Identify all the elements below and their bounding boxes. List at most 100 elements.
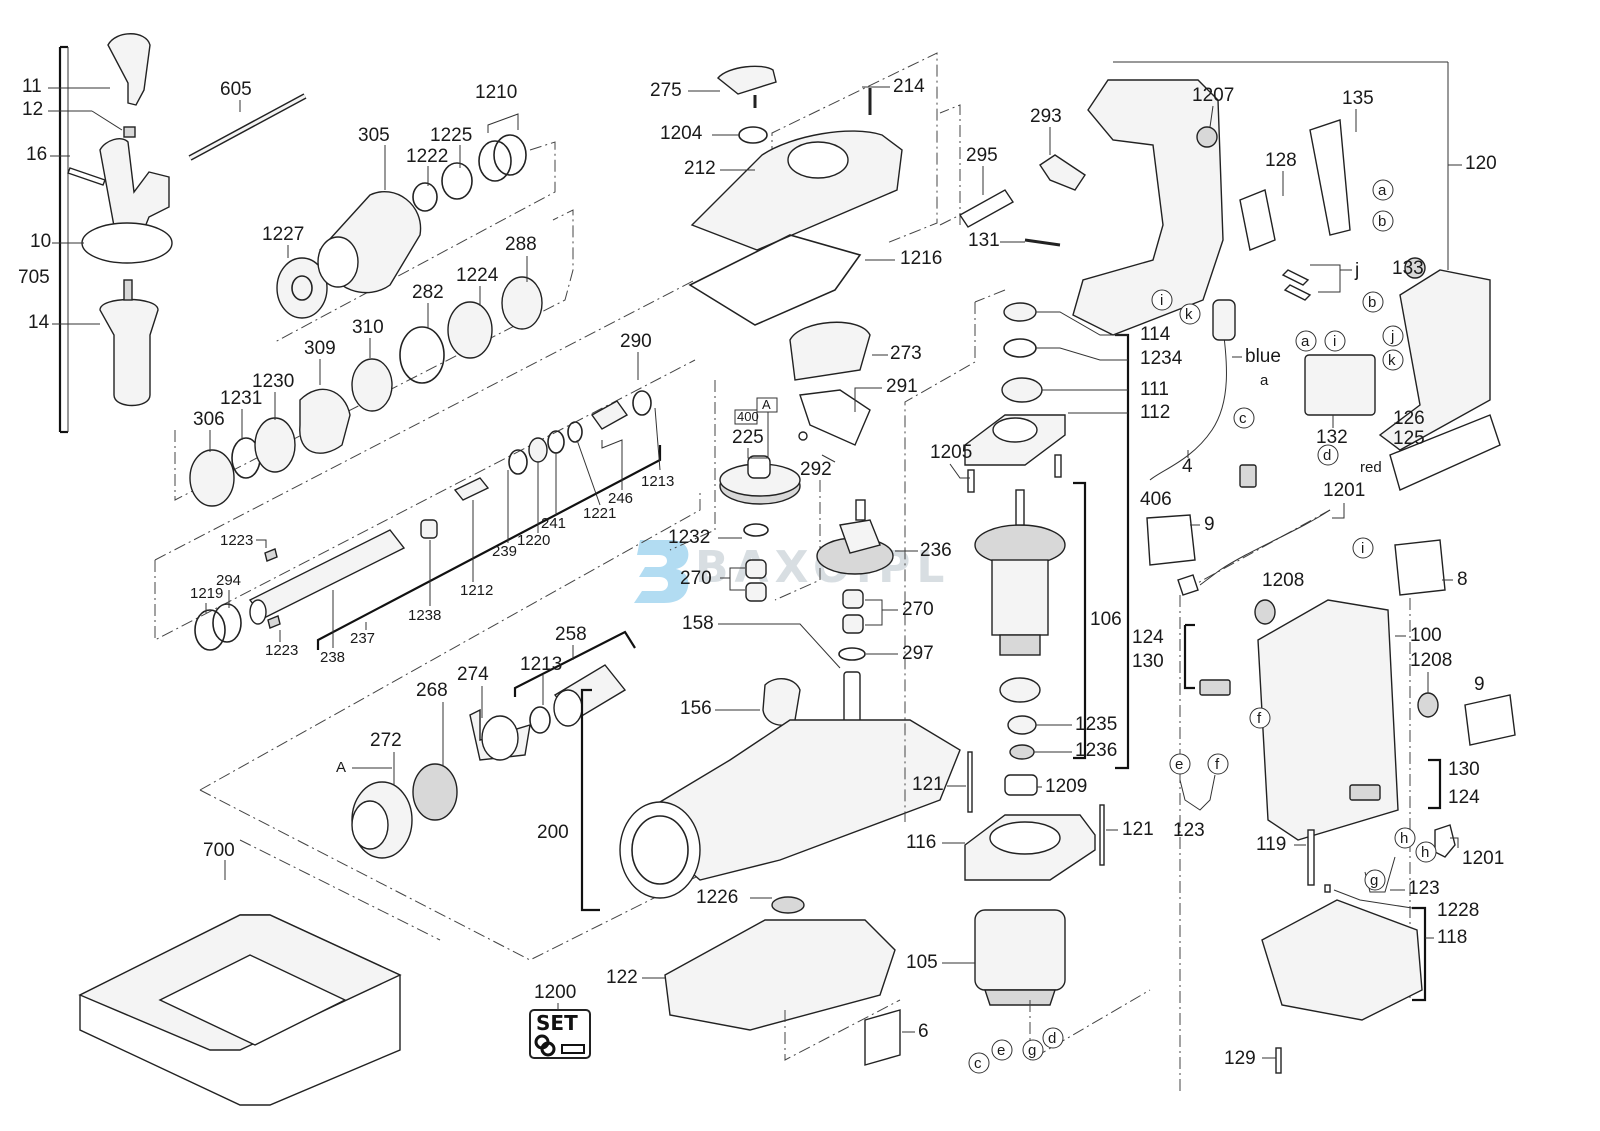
svg-text:i: i (1160, 292, 1163, 309)
switch-cover (1239, 189, 1276, 251)
depth-rod-group (188, 93, 307, 161)
connector-i-lower: i (1352, 537, 1374, 559)
label-1205: blue (1245, 346, 1281, 367)
label-236: 236 (920, 540, 952, 561)
handle-half-right (1378, 269, 1491, 451)
grip-stud (123, 279, 133, 301)
label-1228: 1228 (1437, 900, 1479, 921)
ref-box-number: 400 (737, 409, 759, 424)
label-605: 605 (220, 79, 252, 100)
label-130-bottom: 130 (1448, 759, 1480, 780)
svg-text:g: g (1028, 1042, 1036, 1059)
set-badge-text: SET (536, 1011, 578, 1035)
label-295: 295 (966, 145, 998, 166)
label-1216: 1216 (900, 248, 942, 269)
armature-core (991, 559, 1049, 636)
connector-f-brush: f (1249, 707, 1271, 729)
label-1223-bottom: 1223 (265, 642, 298, 659)
label-305: 305 (358, 125, 390, 146)
connector-g-stator: g (1022, 1039, 1044, 1061)
label-1225: 1225 (430, 125, 472, 146)
label-290: 290 (620, 331, 652, 352)
label-274: 274 (457, 664, 489, 685)
label-1210: 1210 (475, 82, 517, 103)
label-121-right: 121 (1122, 819, 1154, 840)
svg-text:a: a (1378, 182, 1387, 199)
connector-j-switch: j (1382, 325, 1404, 347)
label-9-right: 9 (1474, 674, 1485, 695)
label-288: 288 (505, 234, 537, 255)
connector-markers: a b i k a i b j k c d i f e f h h g c e … (968, 179, 1437, 1074)
label-1200: 1200 (534, 982, 576, 1003)
label-293: 293 (1030, 106, 1062, 127)
label-246: 246 (608, 490, 633, 507)
svg-text:k: k (1388, 352, 1396, 369)
connector-b-switch: b (1362, 291, 1384, 313)
label-111: 112 (1140, 402, 1170, 423)
label-1208-right: 1208 (1410, 650, 1452, 671)
label-1235: 1235 (1075, 714, 1117, 735)
label-306: 306 (193, 409, 225, 430)
label-270-right: 270 (902, 599, 934, 620)
label-275: 275 (650, 80, 682, 101)
spring-sleeve (1039, 154, 1086, 191)
switch-trigger (1309, 119, 1351, 236)
label-225: 225 (732, 427, 764, 448)
connector-d-stator: d (1042, 1027, 1064, 1049)
connector-c-stator: c (968, 1052, 990, 1074)
svg-text:j: j (1390, 328, 1394, 345)
label-273: 273 (890, 343, 922, 364)
label-1227: 1227 (262, 224, 304, 245)
label-132: 132 (1316, 427, 1348, 448)
label-4: 4 (1182, 456, 1193, 477)
label-241: 241 (541, 515, 566, 532)
label-282: 282 (412, 282, 444, 303)
side-grip (99, 298, 159, 407)
label-1221: 1221 (583, 505, 616, 522)
svg-text:f: f (1215, 756, 1220, 773)
gearbox-cover-group (688, 52, 938, 326)
label-1223-top: 1223 (220, 532, 253, 549)
label-112: 1205 (930, 442, 972, 463)
svg-text:e: e (1175, 756, 1183, 773)
label-12: 12 (22, 99, 43, 120)
label-121-left: 121 (912, 774, 944, 795)
label-16: 16 (26, 144, 47, 165)
label-1236: 1236 (1075, 740, 1117, 761)
connector-a-top: a (1372, 179, 1394, 201)
housing-bottom (664, 919, 896, 1031)
label-133: j (1354, 260, 1359, 281)
label-1231: 1231 (220, 388, 262, 409)
label-272: 272 (370, 730, 402, 751)
clutch-gear (412, 763, 458, 821)
label-8: 8 (1457, 569, 1468, 590)
label-1234: 111 (1140, 379, 1169, 400)
label-1213: 1213 (641, 473, 674, 490)
svg-text:a: a (1301, 333, 1310, 350)
connector-e-lead: e (1169, 753, 1191, 775)
label-212: 212 (684, 158, 716, 179)
connector-b-top: b (1372, 210, 1394, 232)
svg-text:c: c (1239, 410, 1247, 427)
label-237: 237 (350, 630, 375, 647)
label-1226: 1226 (696, 887, 738, 908)
label-297: 297 (902, 643, 934, 664)
label-292: 292 (800, 459, 832, 480)
label-125: 125 (1393, 428, 1425, 449)
connector-a-switch: a (1295, 330, 1317, 352)
label-705: 705 (18, 267, 50, 288)
label-309: 309 (304, 338, 336, 359)
label-105: 105 (906, 952, 938, 973)
side-handle-group (58, 33, 173, 434)
pin (843, 671, 861, 727)
label-1207-right: 133 (1392, 258, 1424, 279)
label-123-left: 123 (1173, 820, 1205, 841)
handle-disc (81, 222, 173, 264)
gear-housing (628, 719, 961, 881)
spindle-group (154, 279, 696, 651)
bolt (67, 167, 106, 186)
label-238: 238 (320, 649, 345, 666)
label-118: 118 (1437, 927, 1467, 948)
wire-blue: a (1260, 372, 1269, 389)
brush-holder (1199, 679, 1231, 696)
